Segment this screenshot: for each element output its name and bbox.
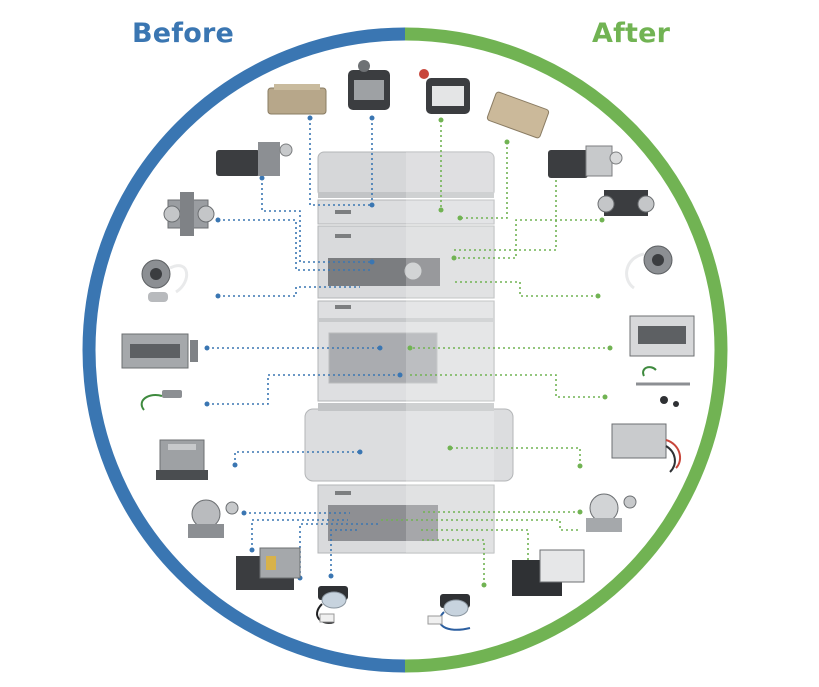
after-heading: After <box>592 18 671 49</box>
sampler-needle-block-new-part <box>629 315 695 357</box>
after-leader-lines <box>380 120 610 585</box>
lamp-housing-part <box>236 547 301 590</box>
deuterium-lamp-part <box>316 586 348 624</box>
injection-valve-new-part <box>586 493 637 532</box>
heater-block-new-part <box>611 423 682 473</box>
pump-head-motor-part <box>216 142 293 176</box>
deuterium-lamp-new-part <box>427 594 471 631</box>
needle-seat-fitting-new-part <box>636 366 690 407</box>
after-ring <box>404 27 728 673</box>
after-parts <box>419 69 695 631</box>
needle-seat-fitting-part <box>140 390 182 411</box>
solenoid-valve-tan-new-part <box>486 91 550 139</box>
before-ring <box>82 27 406 673</box>
injection-valve-part <box>188 499 239 538</box>
purge-valve-cable-part <box>141 259 189 302</box>
before-leader-lines <box>207 118 400 578</box>
valve-actuator-new-part <box>419 69 470 114</box>
before-parts <box>121 60 390 624</box>
module-autosampler <box>317 300 495 402</box>
lamp-housing-new-part <box>512 549 585 596</box>
check-valve-manifold-part <box>163 192 215 236</box>
valve-actuator-part <box>348 60 390 110</box>
sampler-needle-block-part <box>121 333 198 369</box>
pump-head-motor-new-part <box>548 145 623 178</box>
solenoid-valve-tan-part <box>267 84 327 115</box>
before-leader-dots <box>204 115 403 581</box>
heater-block-part <box>156 439 208 480</box>
hplc-instrument <box>304 151 514 554</box>
check-valve-manifold-new-part <box>597 190 655 216</box>
before-heading: Before <box>132 18 235 49</box>
purge-valve-cable-new-part <box>625 245 673 290</box>
